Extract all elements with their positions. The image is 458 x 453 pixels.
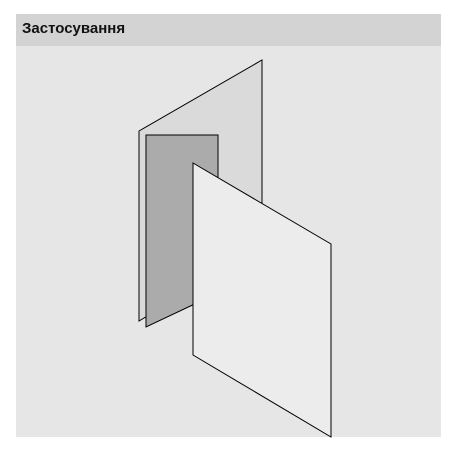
leaflet-front-panel: [193, 163, 331, 437]
